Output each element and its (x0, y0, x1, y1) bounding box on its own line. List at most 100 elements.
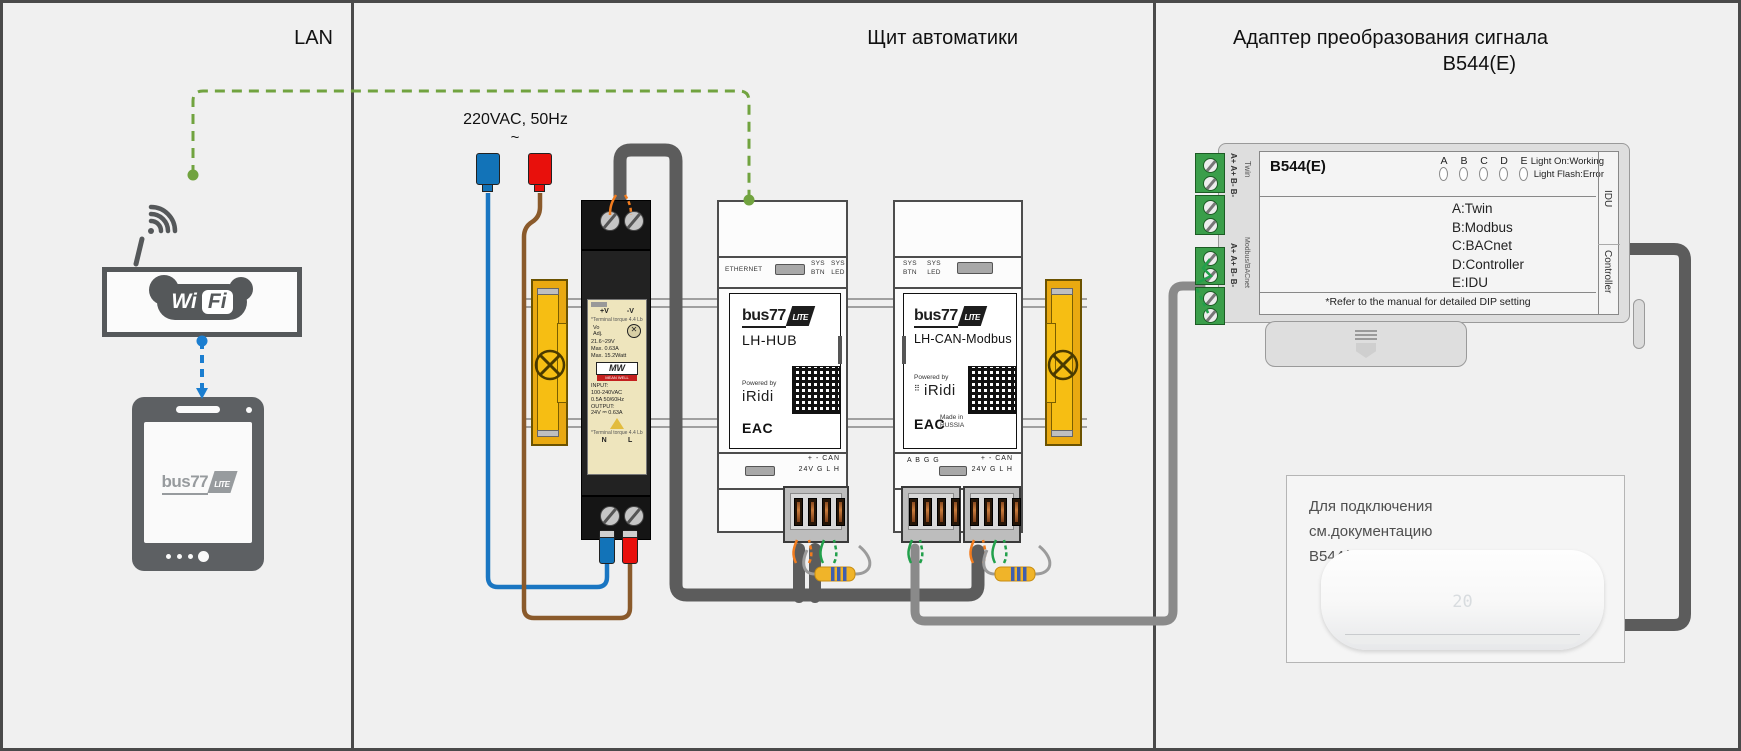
lan-panel-title: LAN (294, 27, 333, 49)
psu-screw (624, 506, 644, 526)
controller-side-label: Controller (1602, 250, 1613, 294)
psu-potentiometer: ✕ (627, 324, 641, 338)
power-supply: +V-V *Terminal torque 4.4 Lb-in* VoAdj. … (581, 200, 651, 540)
modbus-group-label: Modbus/BACnet (1243, 237, 1250, 288)
psu-screw (624, 211, 644, 231)
wifi-signal-icon (133, 204, 178, 267)
led-label-c: C (1480, 155, 1488, 167)
psu-input-terminals (582, 201, 650, 251)
b544-model: B544(E) (1270, 158, 1326, 175)
panel-divider-1 (351, 3, 354, 748)
wifi-logo-wi: Wi (171, 290, 197, 313)
ethernet-port (775, 264, 805, 275)
ac-vane (1345, 634, 1580, 644)
module-name: LH-HUB (742, 332, 798, 348)
psu-screw (600, 211, 620, 231)
warning-triangle-icon (610, 418, 624, 430)
psu-screw (600, 506, 620, 526)
led-label-a: A (1440, 155, 1448, 167)
tablet-camera (246, 407, 252, 413)
tablet-home-button (198, 551, 209, 562)
eac-mark: EAC (742, 420, 774, 436)
status-indicator (745, 466, 775, 476)
status-indicator (939, 466, 967, 476)
din-end-clamp-left (531, 279, 568, 446)
b544-modbus-terminal (1195, 247, 1225, 285)
status-indicator (957, 262, 993, 274)
led-a (1439, 167, 1448, 181)
ac-note-box: Для подключения см.документацию B544(E) … (1286, 475, 1625, 663)
mains-plug-neutral (476, 153, 500, 192)
led-b (1459, 167, 1468, 181)
module-name: LH-CAN-Modbus (914, 332, 1012, 346)
b544-footnote: *Refer to the manual for detailed DIP se… (1325, 296, 1531, 308)
lh-can-power-terminal-block (963, 486, 1021, 543)
led-d (1499, 167, 1508, 181)
led-label-b: B (1460, 155, 1468, 167)
b544-twin-terminal (1195, 195, 1225, 235)
iridi-dots: ⠿ (914, 384, 920, 393)
lh-can-modbus-terminal-block (901, 486, 961, 543)
modbus-pin-labels: A+ A+ B- B- (1229, 243, 1238, 288)
iridi-logo: iRidi (742, 388, 774, 405)
iridi-logo: iRidi (924, 382, 956, 399)
lan-link-endpoint (187, 169, 199, 181)
router-antenna (133, 236, 145, 267)
twin-group-label: Twin (1243, 161, 1252, 178)
tablet-device: bus77 LITE (132, 397, 264, 571)
qr-code (968, 366, 1016, 414)
b544-modbus-terminal (1195, 287, 1225, 325)
led-label-d: D (1500, 155, 1508, 167)
wifi-logo: Wi Fi (149, 275, 253, 320)
dip-legend: A:Twin B:Modbus C:BACnet D:Controller E:… (1452, 201, 1525, 290)
wifi-tablet-link (196, 335, 208, 399)
wifi-router: Wi Fi (102, 267, 302, 337)
powered-by-label: Powered by (914, 374, 949, 381)
bus77-lite-logo: bus77 LITE (161, 470, 239, 495)
mains-plug-line (528, 153, 552, 192)
bus77-lite-logo: bus77 LITE (742, 306, 816, 328)
b544-side-tab (1633, 299, 1645, 349)
ac-symbol: ~ (510, 129, 520, 146)
lh-hub-terminal-block (783, 486, 849, 543)
panel-divider-2 (1153, 3, 1156, 748)
powered-by-label: Powered by (742, 380, 777, 387)
wifi-logo-fi: Fi (201, 290, 233, 314)
mean-well-logo: MW (596, 361, 638, 375)
din-clip-notch (902, 336, 906, 364)
din-end-clamp-right (1045, 279, 1082, 446)
ac-indoor-unit: 20 (1321, 550, 1604, 650)
lh-hub-pigtails (792, 539, 838, 564)
psu-line-connector (622, 530, 638, 564)
psu-output-terminals (582, 495, 650, 539)
qr-code (792, 366, 840, 414)
b544-bottom-clip (1265, 321, 1467, 367)
lh-can-power-pigtails (969, 539, 1008, 564)
psu-neutral-connector (599, 530, 615, 564)
din-clip-notch (838, 336, 842, 364)
adapter-panel-title-line2: B544(E) (1442, 53, 1516, 75)
tablet-dot (166, 554, 171, 559)
led-e (1519, 167, 1528, 181)
lh-hub-label: bus77 LITE LH-HUB Powered by iRidi EAC (729, 293, 842, 449)
tablet-dot (188, 554, 193, 559)
terminal-pin-labels-left: A B G G (907, 457, 940, 464)
can-terminator-resistor (802, 544, 872, 582)
din-clip-icon (1356, 343, 1376, 358)
cabinet-panel-title: Щит автоматики (867, 27, 1018, 49)
ac-display: 20 (1452, 592, 1473, 612)
tablet-screen: bus77 LITE (144, 422, 252, 543)
led-c (1479, 167, 1488, 181)
idu-side-label: IDU (1602, 190, 1613, 208)
ethernet-label: ETHERNET (725, 266, 763, 273)
adapter-panel-title-line1: Адаптер преобразования сигнала (1233, 27, 1548, 49)
